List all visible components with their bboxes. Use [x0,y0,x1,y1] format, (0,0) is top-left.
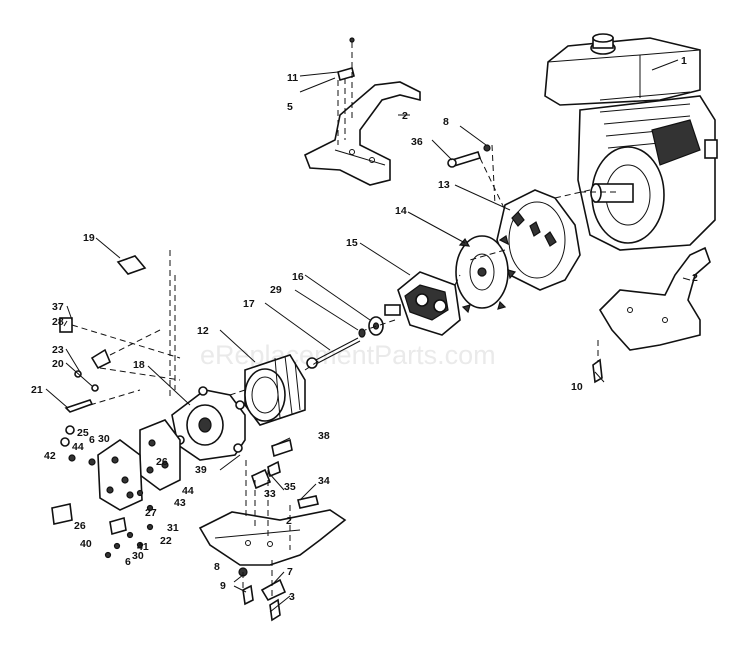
callout-14: 14 [395,205,407,217]
callout-13: 13 [438,179,450,191]
callout-20: 20 [52,358,64,370]
watermark-text: eReplacementParts.com [200,340,496,370]
callout-35: 35 [284,481,296,493]
long-bolt-part [306,337,361,369]
callout-26: 26 [74,520,86,532]
callout-25: 25 [77,427,89,439]
callout-6: 6 [125,556,131,568]
callout-2: 2 [402,110,408,122]
stator-can-part [244,354,306,426]
callout-19: 19 [83,232,95,244]
callout-5: 5 [287,101,293,113]
callout-2: 2 [286,515,292,527]
callout-44: 44 [182,485,194,497]
callout-26: 26 [156,456,168,468]
callout-29: 29 [270,284,282,296]
callout-3: 3 [289,591,295,603]
bracket-bottom-part [198,509,347,566]
callout-30: 30 [132,550,144,562]
flywheel-part [455,235,517,314]
callout-labels: 1 2 2 2 3 5 6 6 7 8 8 9 10 11 12 13 14 1… [31,55,698,603]
fan-housing-part [496,189,581,291]
callout-11: 11 [287,72,298,84]
terminal-plate-part [139,419,181,491]
callout-16: 16 [292,271,304,283]
rectifier-plate-part [97,439,143,511]
callout-10: 10 [571,381,583,393]
callout-8: 8 [214,561,220,573]
callout-42: 42 [44,450,56,462]
callout-31: 31 [167,522,179,534]
callout-17: 17 [243,298,255,310]
bracket-top-part [303,81,421,186]
bracket-right-part [598,246,711,351]
callout-6: 6 [89,434,95,446]
callout-39: 39 [195,464,207,476]
stator-part [384,271,461,336]
callout-44: 44 [72,441,84,453]
leader-lines [45,59,691,613]
washer-part [358,316,384,338]
callout-36: 36 [411,136,423,148]
callout-23: 23 [52,344,64,356]
callout-34: 34 [318,475,330,487]
callout-7: 7 [287,566,293,578]
callout-30: 30 [98,433,110,445]
callout-27: 27 [145,507,157,519]
callout-22: 22 [160,535,172,547]
callout-18: 18 [133,359,145,371]
engine-part [544,33,718,251]
callout-37: 37 [52,301,64,313]
callout-40: 40 [80,538,92,550]
callout-1: 1 [681,55,687,67]
end-housing-part [171,386,246,461]
callout-28: 28 [52,316,64,328]
callout-41: 41 [137,541,149,553]
callout-43: 43 [174,497,186,509]
callout-2: 2 [692,272,698,284]
callout-15: 15 [346,237,358,249]
callout-33: 33 [264,488,276,500]
callout-8: 8 [443,116,449,128]
callout-12: 12 [197,325,209,337]
callout-21: 21 [31,384,43,396]
callout-38: 38 [318,430,330,442]
assembly-lines [71,42,620,600]
callout-9: 9 [220,580,226,592]
